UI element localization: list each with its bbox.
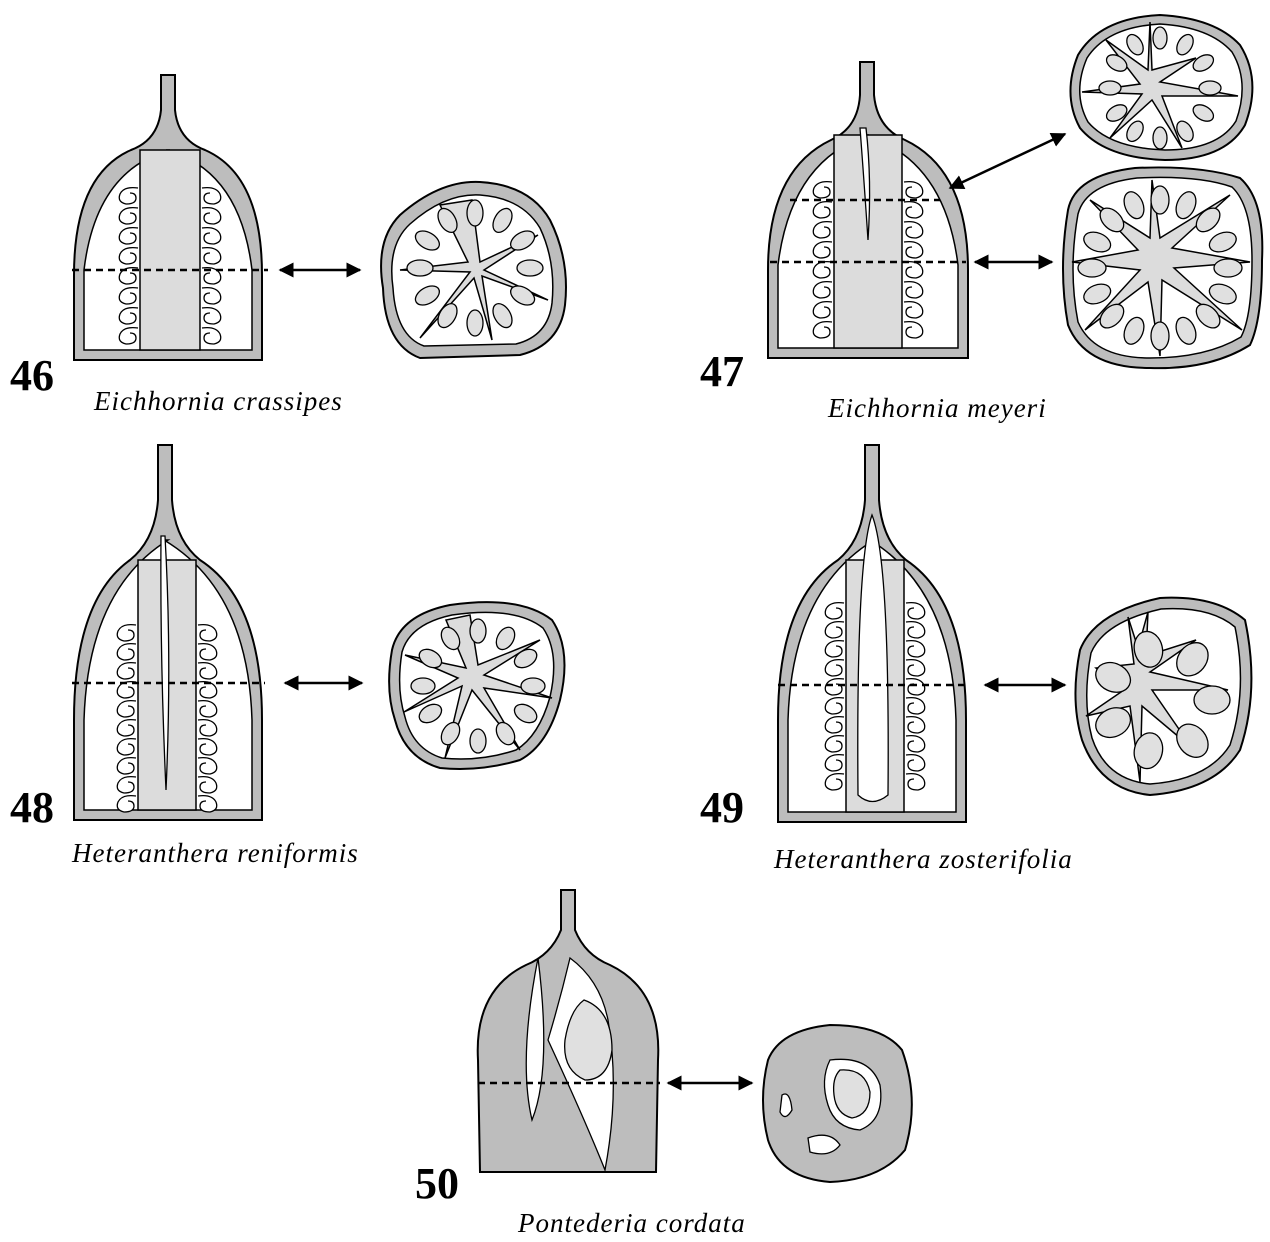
fig48-species-name: Heteranthera reniformis bbox=[72, 840, 359, 867]
fig46-longitudinal-section bbox=[74, 75, 262, 360]
fig48-seed bbox=[470, 619, 486, 643]
fig47-upper-seed bbox=[1199, 81, 1221, 95]
fig49-number: 49 bbox=[700, 786, 744, 830]
fig47-double-arrow-upper bbox=[950, 134, 1065, 188]
fig47-longitudinal-section bbox=[768, 62, 968, 358]
fig47-cross-section-lower bbox=[1063, 167, 1262, 368]
fig47-number: 47 bbox=[700, 350, 744, 394]
fig48-longitudinal-section bbox=[74, 445, 262, 820]
fig47-upper-seed bbox=[1153, 27, 1167, 49]
fig50-species-name: Pontederia cordata bbox=[518, 1210, 746, 1237]
fig49-seed bbox=[1194, 686, 1230, 714]
fig49-longitudinal-section bbox=[778, 445, 966, 822]
fig47-upper-seed bbox=[1153, 127, 1167, 149]
fig48-seed bbox=[470, 729, 486, 753]
fig49-species-name: Heteranthera zosterifolia bbox=[774, 846, 1073, 873]
fig46-seed bbox=[467, 310, 483, 336]
fig50-cross-section bbox=[763, 1025, 912, 1182]
fig46-seed bbox=[517, 260, 543, 276]
fig47-species-name: Eichhornia meyeri bbox=[828, 395, 1047, 422]
fig46-cross-section bbox=[381, 182, 566, 358]
fig50-longitudinal-section bbox=[478, 890, 659, 1172]
fig48-cross-section bbox=[389, 602, 564, 769]
fig47-lower-seed bbox=[1078, 259, 1106, 277]
fig47-cross-section-upper bbox=[1070, 15, 1252, 160]
fig47-lower-seed bbox=[1151, 186, 1169, 214]
fig48-seed bbox=[521, 678, 545, 694]
fig46-species-name: Eichhornia crassipes bbox=[94, 388, 343, 415]
fig47-lower-seed bbox=[1151, 322, 1169, 350]
fig47-lower-seed bbox=[1214, 259, 1242, 277]
fig47-upper-seed bbox=[1099, 81, 1121, 95]
fig50-number: 50 bbox=[415, 1162, 459, 1206]
fig48-seed bbox=[411, 678, 435, 694]
fig46-seed bbox=[467, 200, 483, 226]
fig46-seed bbox=[407, 260, 433, 276]
fig46-number: 46 bbox=[10, 354, 54, 398]
fig49-cross-section bbox=[1075, 598, 1251, 795]
fig48-number: 48 bbox=[10, 786, 54, 830]
